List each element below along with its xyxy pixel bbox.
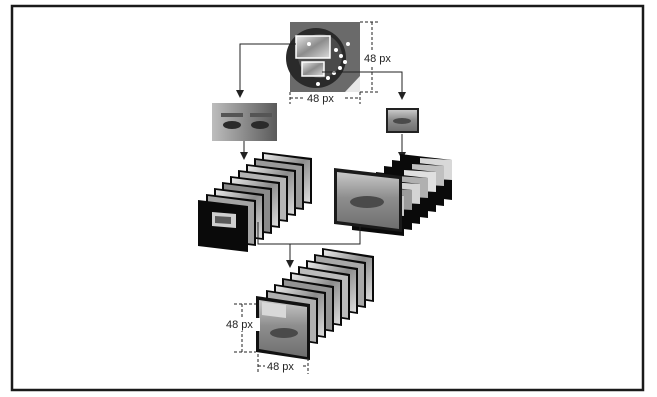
combined-frame — [256, 296, 310, 360]
merge-arrow — [257, 222, 361, 268]
mouth-frame-stack — [334, 154, 452, 236]
output-width-label: 48 px — [267, 361, 294, 373]
input-height-label: 48 px — [364, 53, 391, 65]
split-arrows — [236, 43, 406, 100]
eye-frame-stack — [198, 152, 312, 252]
mouth-frame — [334, 168, 402, 232]
eye-frame — [198, 200, 248, 252]
mouth-region-image — [386, 108, 419, 133]
input-face-image — [286, 22, 360, 92]
combined-frame-stack — [256, 248, 374, 360]
output-height-label: 48 px — [226, 319, 253, 331]
input-width-label: 48 px — [307, 93, 334, 105]
eye-region-image — [212, 103, 277, 141]
